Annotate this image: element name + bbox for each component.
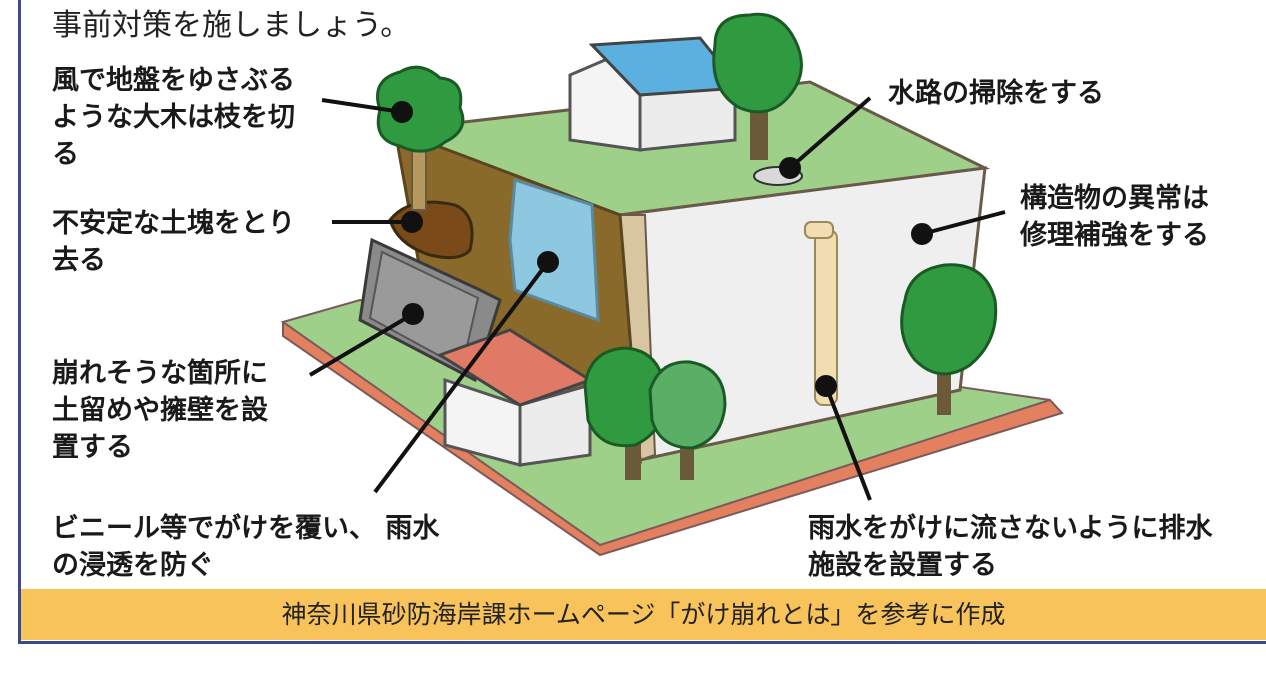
- label-prune-trees: 風で地盤をゆさぶる ような大木は枝を切 る: [52, 65, 295, 170]
- label-remove-soil: 不安定な土塊をとり 去る: [52, 208, 295, 276]
- tree-top-left: [376, 65, 465, 211]
- caption-bar: 神奈川県砂防海岸課ホームページ「がけ崩れとは」を参考に作成: [21, 589, 1266, 640]
- pointer-prune: [321, 98, 403, 114]
- intro-text: 事前対策を施しましょう。: [52, 8, 411, 43]
- tree-lower-2: [648, 360, 727, 480]
- label-retaining-wall: 崩れそうな箇所に 土留めや擁壁を設 置する: [52, 358, 268, 463]
- pointer-structure: [921, 210, 1006, 236]
- label-repair-structure: 構造物の異常は 修理補強をする: [1020, 183, 1209, 251]
- label-vinyl-cover: ビニール等でがけを覆い、 雨水 の浸透を防ぐ: [52, 513, 440, 581]
- label-clean-channel: 水路の掃除をする: [888, 78, 1104, 109]
- tree-right: [900, 263, 998, 415]
- diagram-frame: [18, 0, 1266, 644]
- unstable-soil: [388, 200, 474, 260]
- label-drainage: 雨水をがけに流さないように排水 施設を設置する: [808, 513, 1213, 581]
- pointer-channel: [788, 96, 872, 170]
- pointer-wall: [308, 312, 415, 377]
- pointer-vinyl: [373, 260, 550, 494]
- tree-top-right: [712, 12, 803, 160]
- pointer-drainage: [824, 385, 872, 501]
- source-caption: 神奈川県砂防海岸課ホームページ「がけ崩れとは」を参考に作成: [281, 600, 1006, 629]
